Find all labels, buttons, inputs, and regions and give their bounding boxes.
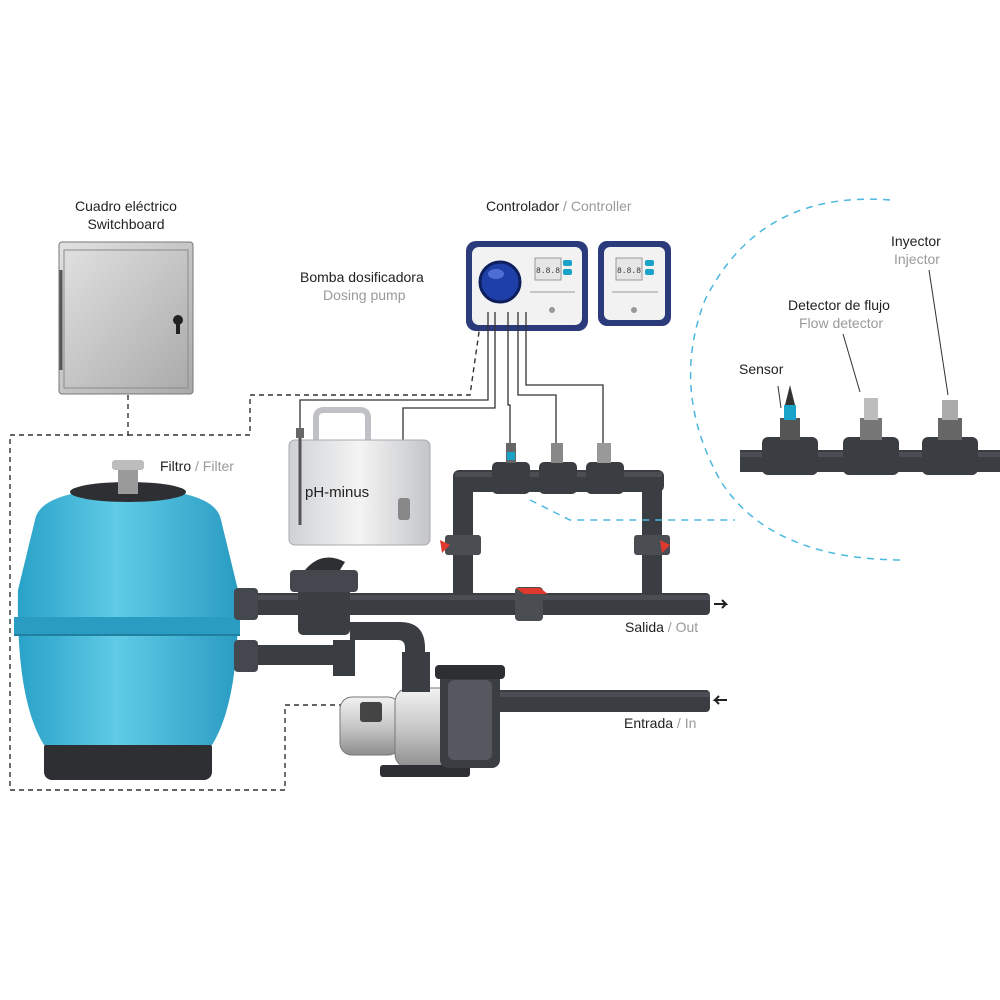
detail-callout — [529, 198, 1000, 561]
outlet-arrow-icon — [714, 599, 729, 609]
injector-label-en: Injector — [894, 251, 940, 267]
controller-main: 8.8.8 — [466, 241, 588, 331]
injector-fitting — [942, 400, 958, 420]
sensor-probe — [784, 405, 796, 420]
valve-handle-left — [440, 540, 450, 553]
filter-connections — [240, 622, 425, 676]
sensor-label: Sensor — [739, 361, 784, 377]
inlet-arrow-icon — [712, 695, 727, 705]
dosing-pump-head — [478, 260, 522, 304]
bypass-manifold — [440, 443, 670, 605]
ph-minus-tank — [288, 407, 431, 546]
controller-label-es: Controlador — [486, 198, 559, 214]
outlet-label-es: Salida — [625, 619, 664, 635]
switchboard-label-en: Switchboard — [87, 216, 164, 232]
electrical-wiring — [9, 324, 481, 791]
filter-label-sep: / — [191, 458, 203, 474]
controller-label: Controlador / Controller — [486, 198, 632, 214]
filter-label-en: Filter — [203, 458, 234, 474]
controller2-readout: 8.8.8 — [617, 267, 641, 276]
inlet-label: Entrada / In — [624, 715, 696, 731]
sand-filter — [14, 460, 258, 780]
lock-icon — [173, 315, 183, 325]
outlet-label: Salida / Out — [625, 619, 698, 635]
controller-label-en: Controller — [571, 198, 632, 214]
inlet-pipe — [490, 690, 727, 712]
filter-manometer — [112, 460, 144, 470]
filter-label: Filtro / Filter — [160, 458, 234, 474]
dosing-pump-label-es: Bomba dosificadora — [300, 269, 424, 285]
tank-label: pH-minus — [305, 484, 369, 501]
controller-cables — [299, 312, 604, 515]
outlet-label-sep: / — [664, 619, 676, 635]
inlet-label-en: In — [685, 715, 697, 731]
controller-label-sep: / — [559, 198, 571, 214]
outlet-pipe — [240, 587, 729, 621]
outlet-label-en: Out — [676, 619, 699, 635]
filter-label-es: Filtro — [160, 458, 191, 474]
injector-label-es: Inyector — [891, 233, 941, 249]
outlet-valve-handle — [516, 588, 548, 594]
flow-detector-probe — [864, 398, 878, 420]
inlet-label-es: Entrada — [624, 715, 673, 731]
switchboard-label-es: Cuadro eléctrico — [75, 198, 177, 214]
controller-readout: 8.8.8 — [536, 267, 560, 276]
controller-secondary: 8.8.8 — [598, 241, 671, 326]
inlet-label-sep: / — [673, 715, 685, 731]
dosing-pump-label-en: Dosing pump — [323, 287, 406, 303]
flow-detector-label-es: Detector de flujo — [788, 297, 890, 313]
circulation-pump — [339, 652, 505, 777]
switchboard — [58, 241, 194, 395]
valve-handle-right — [660, 540, 670, 553]
flow-detector-label-en: Flow detector — [799, 315, 883, 331]
multiport-valve — [290, 557, 358, 635]
